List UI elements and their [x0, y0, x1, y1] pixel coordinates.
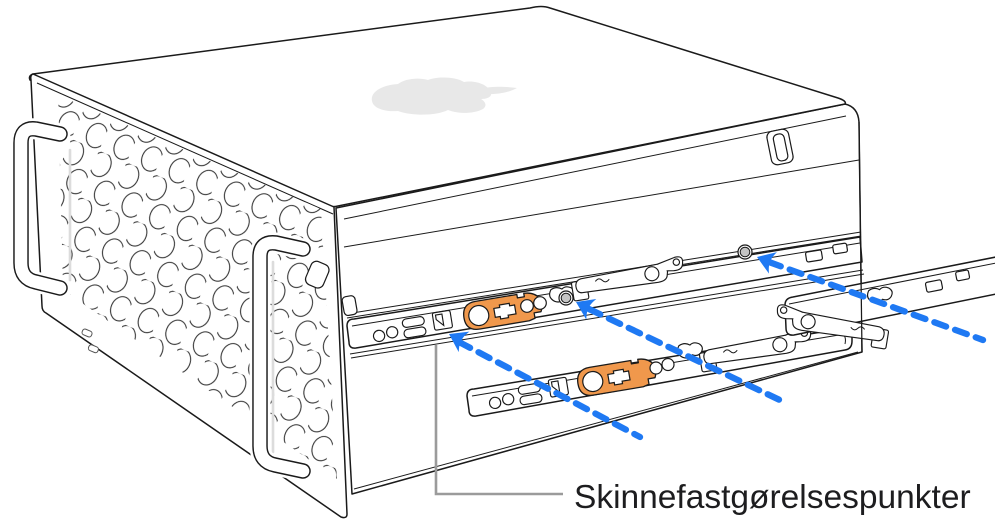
- attachment-peg-rear: [737, 244, 753, 260]
- callout-label: Skinnefastgørelsespunkter: [574, 479, 971, 516]
- left-rack-handle: [10, 118, 72, 299]
- side-front-tab: [341, 295, 358, 317]
- rear-edge: [858, 121, 863, 353]
- arrow-front-point: [449, 331, 644, 441]
- attachment-arrows: [449, 252, 987, 441]
- side-top-slot: [766, 128, 794, 166]
- callout: Skinnefastgørelsespunkter: [434, 345, 971, 516]
- attachment-peg-mid: [558, 290, 574, 306]
- right-rack-handle: [249, 232, 314, 482]
- front-small-slots: [81, 328, 99, 354]
- front-edge-tab: [304, 260, 330, 289]
- attached-rail: [346, 236, 863, 349]
- apple-logo-icon: [371, 77, 517, 115]
- callout-line: [434, 345, 563, 496]
- detached-rail: [773, 256, 995, 350]
- arrow-middle-point: [576, 298, 790, 407]
- arrow-rear-point: [757, 252, 987, 344]
